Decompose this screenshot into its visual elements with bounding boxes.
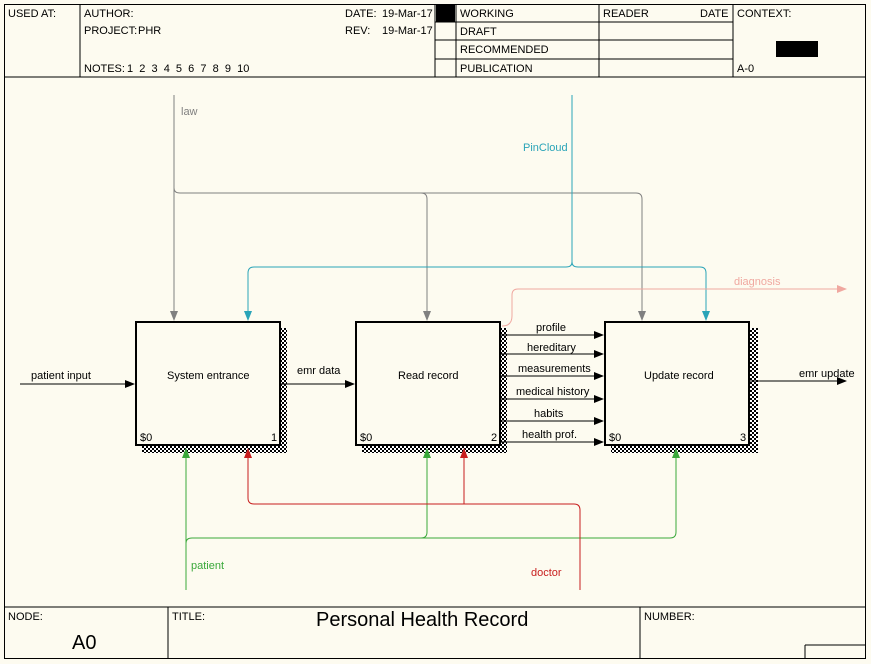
box-cost-3: $0 xyxy=(609,432,622,444)
reader-label: READER xyxy=(603,8,649,20)
label-emr-data: emr data xyxy=(297,365,341,377)
author-label: AUTHOR: xyxy=(84,8,134,20)
box-read-record[interactable] xyxy=(355,321,501,446)
title-label: TITLE: xyxy=(172,611,206,623)
used-at-label: USED AT: xyxy=(8,8,57,20)
box-number-3: 3 xyxy=(740,432,747,444)
reader-date-label: DATE xyxy=(700,8,729,20)
arrow-law[interactable] xyxy=(170,95,646,321)
date-value: 19-Mar-17 xyxy=(382,8,433,20)
status-draft: DRAFT xyxy=(460,26,497,38)
status-publication: PUBLICATION xyxy=(460,63,533,75)
box-number-2: 2 xyxy=(491,432,498,444)
arrow-doctor[interactable] xyxy=(244,448,581,590)
rev-label: REV: xyxy=(345,25,371,37)
arrows-record-flows[interactable] xyxy=(501,331,604,446)
label-emr-update: emr update xyxy=(799,368,855,380)
label-measurements: measurements xyxy=(518,363,591,375)
node-label: NODE: xyxy=(8,611,43,623)
number-label: NUMBER: xyxy=(644,611,695,623)
date-label: DATE: xyxy=(345,8,377,20)
box-cost-2: $0 xyxy=(360,432,373,444)
project-value: PHR xyxy=(138,25,162,37)
node-value: A0 xyxy=(72,632,97,654)
label-patient-input: patient input xyxy=(31,370,91,382)
notes-value: 1 2 3 4 5 6 7 8 9 10 xyxy=(127,63,250,75)
label-profile: profile xyxy=(536,322,566,334)
label-doctor: doctor xyxy=(531,567,562,579)
rev-value: 19-Mar-17 xyxy=(382,25,433,37)
box-update-record[interactable] xyxy=(604,321,750,446)
box-label-update-record: Update record xyxy=(644,370,714,382)
label-diagnosis: diagnosis xyxy=(734,276,781,288)
project-label: PROJECT: xyxy=(84,25,138,37)
arrow-pincloud[interactable] xyxy=(244,95,710,321)
box-label-system-entrance: System entrance xyxy=(167,370,250,382)
label-law: law xyxy=(181,106,198,118)
status-working: WORKING xyxy=(460,8,514,20)
box-cost-1: $0 xyxy=(140,432,153,444)
box-system-entrance[interactable] xyxy=(135,321,281,446)
status-recommended: RECOMMENDED xyxy=(460,44,549,56)
label-medical-history: medical history xyxy=(516,386,590,398)
context-thumbnail xyxy=(776,41,818,57)
label-patient: patient xyxy=(191,560,225,572)
box-label-read-record: Read record xyxy=(398,370,459,382)
context-node: A-0 xyxy=(737,63,755,75)
arrow-patient[interactable] xyxy=(182,448,680,590)
notes-label: NOTES: xyxy=(84,63,125,75)
header-grid xyxy=(4,4,866,659)
label-pincloud: PinCloud xyxy=(523,142,568,154)
label-health-prof: health prof. xyxy=(522,429,578,441)
label-habits: habits xyxy=(534,408,564,420)
label-hereditary: hereditary xyxy=(527,342,576,354)
box-number-1: 1 xyxy=(271,432,278,444)
arrow-diagnosis[interactable] xyxy=(501,285,847,327)
diagram-title: Personal Health Record xyxy=(316,609,529,631)
working-marker xyxy=(436,5,455,22)
context-label: CONTEXT: xyxy=(737,8,792,20)
